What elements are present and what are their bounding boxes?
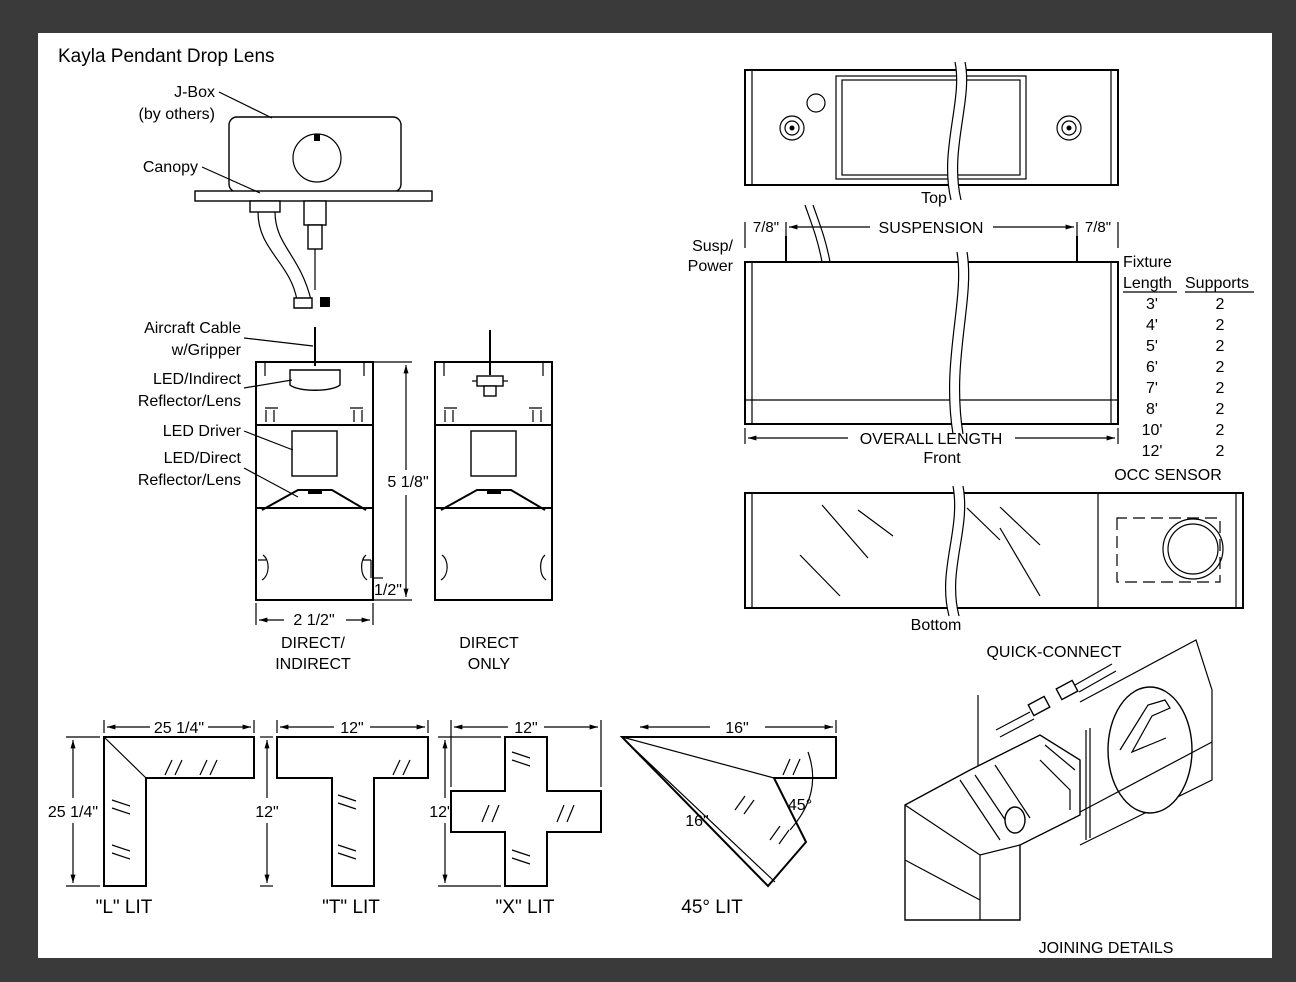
top-view-label: Top — [921, 190, 947, 207]
right-seven-eighths: 7/8" — [1085, 219, 1111, 236]
t-width-dimension: 12" — [340, 720, 363, 737]
l-height-dimension: 25 1/4" — [48, 804, 98, 821]
bottom-view-label: Bottom — [911, 617, 962, 634]
occ-sensor-label: OCC SENSOR — [1114, 467, 1222, 484]
x-height-dimension: 12" — [429, 804, 452, 821]
table-cell-length: 5' — [1146, 338, 1158, 355]
top-view: Top — [744, 60, 1119, 207]
direct-indirect-label: DIRECT/ — [281, 635, 346, 652]
profile-callouts: Aircraft Cable w/Gripper LED/Indirect Re… — [138, 320, 314, 498]
width-dimension: 2 1/2" — [293, 612, 334, 629]
jbox-label: J-Box — [174, 84, 215, 101]
t-config: 12" 12" "T" LIT — [255, 720, 429, 918]
canopy-assembly — [194, 116, 433, 309]
l-lit-label: "L" LIT — [96, 897, 153, 918]
led-direct-sublabel: Reflector/Lens — [138, 472, 241, 489]
led-indirect-sublabel: Reflector/Lens — [138, 393, 241, 410]
table-header-length: Length — [1123, 275, 1172, 292]
t-lit-label: "T" LIT — [322, 897, 380, 918]
table-cell-length: 10' — [1142, 422, 1163, 439]
aircraft-cable-label: Aircraft Cable — [144, 320, 241, 337]
left-seven-eighths: 7/8" — [753, 219, 779, 236]
forty-five-lit-label: 45° LIT — [681, 897, 743, 918]
table-cell-supports: 2 — [1216, 443, 1225, 460]
led-driver-label: LED Driver — [163, 423, 242, 440]
led-indirect-label: LED/Indirect — [153, 371, 242, 388]
x-config: 12" 12" "X" LIT — [429, 720, 602, 918]
table-body: 3' 2 4' 2 5' 2 6' 2 7' 2 8' 2 10' 2 12' 2 — [1142, 296, 1225, 460]
table-cell-supports: 2 — [1216, 380, 1225, 397]
table-cell-length: 7' — [1146, 380, 1158, 397]
drawing-canvas: Kayla Pendant Drop Lens J-Box (by others… — [48, 46, 1254, 957]
page-title: Kayla Pendant Drop Lens — [58, 46, 275, 67]
direct-only-label: DIRECT — [459, 635, 519, 652]
table-cell-length: 12' — [1142, 443, 1163, 460]
susp-power-sublabel: Power — [688, 258, 734, 275]
direct-indirect-profile — [255, 327, 374, 601]
forty-five-side-dimension: 16" — [685, 813, 708, 830]
table-cell-supports: 2 — [1216, 422, 1225, 439]
table-cell-length: 4' — [1146, 317, 1158, 334]
table-cell-length: 6' — [1146, 359, 1158, 376]
t-height-dimension: 12" — [255, 804, 278, 821]
table-cell-supports: 2 — [1216, 359, 1225, 376]
drawing-sheet: Kayla Pendant Drop Lens J-Box (by others… — [38, 33, 1272, 958]
x-lit-label: "X" LIT — [496, 897, 555, 918]
table-cell-length: 8' — [1146, 401, 1158, 418]
aircraft-cable-sublabel: w/Gripper — [171, 342, 242, 359]
jbox-sublabel: (by others) — [139, 106, 215, 123]
x-width-dimension: 12" — [514, 720, 537, 737]
forty-five-width-dimension: 16" — [725, 720, 748, 737]
direct-indirect-sublabel: INDIRECT — [275, 656, 351, 673]
overall-length-dimension: OVERALL LENGTH — [860, 431, 1003, 448]
angle-label: 45° — [788, 797, 812, 814]
front-view: Susp/ Power 7/8" 7/8" SUSPENSION OVERALL… — [688, 204, 1119, 467]
forty-five-config: 45° 16" 16" 45° LIT — [619, 720, 837, 918]
direct-only-profile: DIRECT ONLY — [434, 330, 553, 673]
profile-dimensions: 5 1/8" 1/2" 2 1/2" DIRECT/ INDIRECT — [255, 361, 429, 673]
half-inch-dimension: 1/2" — [374, 582, 402, 599]
canopy-label: Canopy — [143, 159, 198, 176]
table-cell-supports: 2 — [1216, 338, 1225, 355]
supports-table: Fixture Length Supports 3' 2 4' 2 5' 2 6' 2 7' 2 8… — [1114, 254, 1254, 484]
table-cell-supports: 2 — [1216, 296, 1225, 313]
direct-only-sublabel: ONLY — [468, 656, 511, 673]
joining-details-label: JOINING DETAILS — [1039, 940, 1174, 957]
quick-connect-label: QUICK-CONNECT — [986, 644, 1121, 661]
table-header-fixture: Fixture — [1123, 254, 1172, 271]
bottom-view: Bottom — [744, 485, 1244, 634]
suspension-dimension: SUSPENSION — [879, 220, 984, 237]
led-direct-label: LED/Direct — [164, 450, 242, 467]
front-view-label: Front — [923, 450, 961, 467]
table-cell-length: 3' — [1146, 296, 1158, 313]
susp-power-label: Susp/ — [692, 238, 733, 255]
table-header-supports: Supports — [1185, 275, 1249, 292]
l-config: 25 1/4" 25 1/4" "L" LIT — [48, 720, 255, 918]
table-cell-supports: 2 — [1216, 401, 1225, 418]
height-dimension: 5 1/8" — [387, 474, 428, 491]
l-width-dimension: 25 1/4" — [154, 720, 204, 737]
joining-details: QUICK-CONNECT JOINING DETAILS — [904, 639, 1213, 957]
jbox-callout: J-Box (by others) Canopy — [139, 84, 273, 194]
table-cell-supports: 2 — [1216, 317, 1225, 334]
